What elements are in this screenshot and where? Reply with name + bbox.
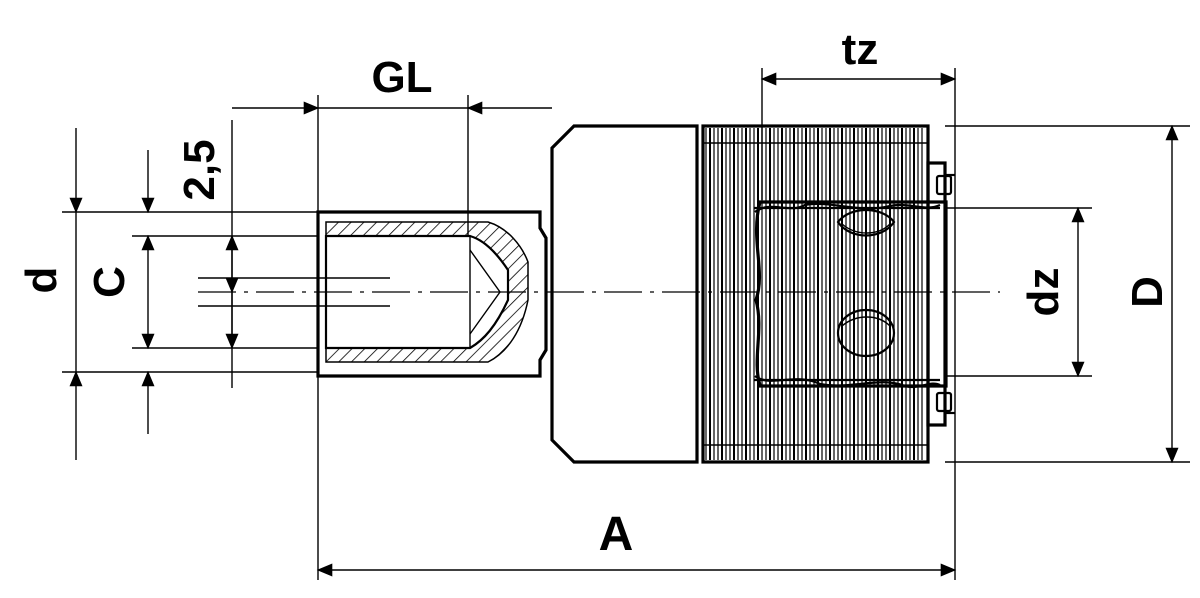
cross-hole-upper bbox=[836, 209, 896, 237]
label-big-d: D bbox=[1123, 276, 1172, 308]
dim-d: d bbox=[17, 128, 83, 460]
dim-2-5: 2,5 bbox=[141, 139, 239, 434]
tool-body bbox=[198, 124, 1000, 464]
tap-socket bbox=[754, 200, 948, 389]
shank bbox=[316, 210, 548, 378]
dim-a: A bbox=[316, 508, 957, 577]
label-d: d bbox=[17, 267, 66, 294]
label-a: A bbox=[599, 508, 634, 561]
dim-c: C bbox=[85, 234, 155, 350]
dim-gl: GL bbox=[232, 53, 552, 115]
dim-dz: dz bbox=[1019, 206, 1085, 378]
cross-hole-lower bbox=[836, 308, 896, 358]
dimensions: GL tz d C 2,5 dz bbox=[17, 25, 1190, 580]
label-gl: GL bbox=[371, 53, 432, 102]
label-c: C bbox=[85, 266, 134, 298]
dim-tz: tz bbox=[760, 25, 957, 86]
dim-big-d: D bbox=[1123, 124, 1179, 464]
collar bbox=[550, 124, 699, 464]
label-2-5: 2,5 bbox=[175, 139, 224, 200]
label-dz: dz bbox=[1019, 268, 1068, 317]
label-tz: tz bbox=[842, 25, 879, 74]
knurled-drum bbox=[701, 124, 930, 464]
